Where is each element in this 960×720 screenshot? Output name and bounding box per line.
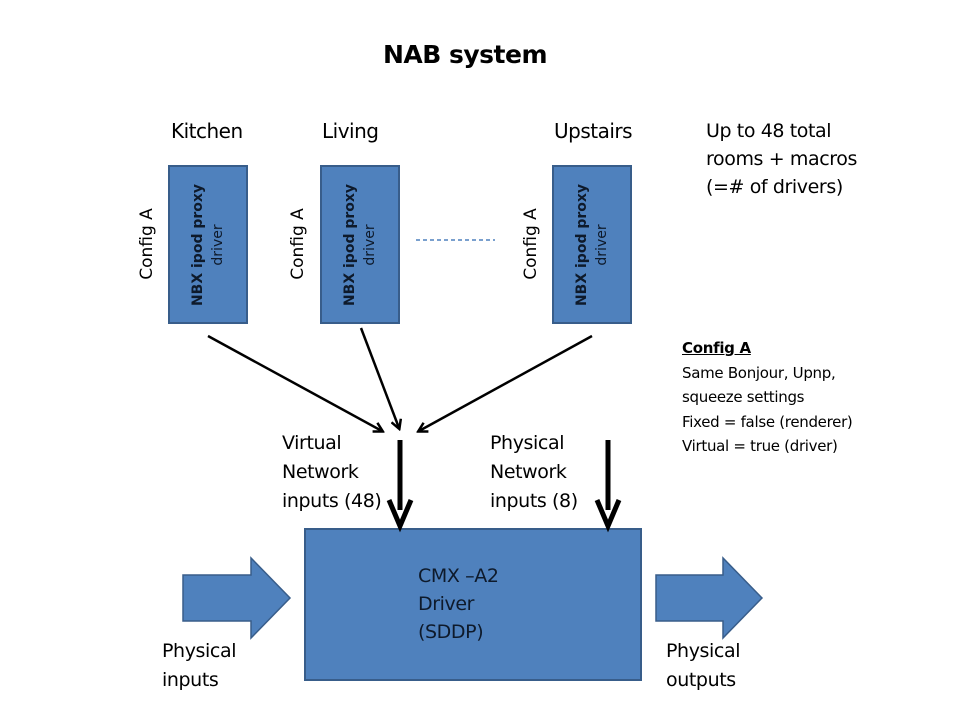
config-a-heading: Config A xyxy=(682,339,751,357)
cmx-line: Driver xyxy=(418,593,475,615)
config-a-line: squeeze settings xyxy=(682,388,805,406)
label-line: Virtual xyxy=(282,432,342,454)
label-line: outputs xyxy=(666,669,736,691)
room-label-living: Living xyxy=(322,119,379,143)
rooms-note-line: rooms + macros xyxy=(706,148,857,170)
cmx-a2-driver-text: CMX –A2 Driver (SDDP) xyxy=(418,562,499,646)
room-label-upstairs: Upstairs xyxy=(554,119,633,143)
config-a-line: Virtual = true (driver) xyxy=(682,437,838,455)
label-line: Physical xyxy=(162,640,237,662)
driver-box-upstairs: NBX ipod proxy driver xyxy=(552,165,632,324)
config-a-line: Fixed = false (renderer) xyxy=(682,412,853,431)
cmx-line: CMX –A2 xyxy=(418,565,499,587)
driver-box-living: NBX ipod proxy driver xyxy=(320,165,400,324)
label-line: inputs (8) xyxy=(490,490,578,512)
upstairs-connector-arrow xyxy=(419,334,593,431)
physical-network-inputs-label: Physical Network inputs (8) xyxy=(490,429,578,516)
virtual-inputs-arrow xyxy=(386,440,414,533)
room-label-kitchen: Kitchen xyxy=(171,119,243,143)
physical-outputs-label: Physical outputs xyxy=(666,637,740,695)
config-a-line: Same Bonjour, Upnp, xyxy=(682,363,836,382)
diagram-title: NAB system xyxy=(382,40,548,69)
label-line: Physical xyxy=(490,432,565,454)
label-line: Network xyxy=(490,461,567,483)
kitchen-connector-arrow xyxy=(207,334,382,431)
driver-box-kitchen: NBX ipod proxy driver xyxy=(168,165,248,324)
rooms-note-line: (=# of drivers) xyxy=(706,176,843,198)
physical-inputs-arrow xyxy=(594,440,622,533)
physical-inputs-block-arrow xyxy=(182,556,292,640)
label-line: inputs xyxy=(162,669,219,691)
virtual-network-inputs-label: Virtual Network inputs (48) xyxy=(282,429,382,516)
living-connector-arrow xyxy=(359,327,399,428)
label-line: Physical xyxy=(666,640,741,662)
cmx-a2-driver-box: CMX –A2 Driver (SDDP) xyxy=(304,528,642,681)
label-line: inputs (48) xyxy=(282,490,382,512)
rooms-note: Up to 48 total rooms + macros (=# of dri… xyxy=(706,117,857,201)
rooms-note-line: Up to 48 total xyxy=(706,120,832,142)
physical-outputs-block-arrow xyxy=(655,556,764,640)
physical-inputs-label: Physical inputs xyxy=(162,637,236,695)
cmx-line: (SDDP) xyxy=(418,621,484,643)
label-line: Network xyxy=(282,461,359,483)
config-a-note: Config A Same Bonjour, Upnp, squeeze set… xyxy=(682,336,853,459)
